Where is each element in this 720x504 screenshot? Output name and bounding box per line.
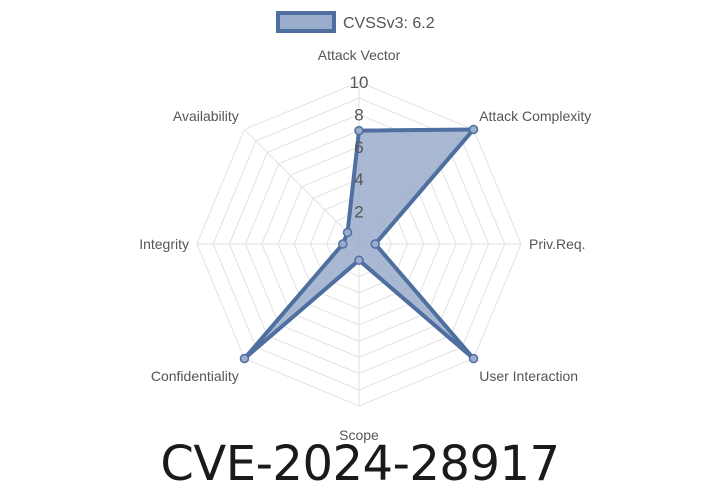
axis-label: Availability xyxy=(173,108,239,124)
axis-label: Priv.Req. xyxy=(529,236,586,252)
axis-label: Attack Complexity xyxy=(479,108,591,124)
axis-label: User Interaction xyxy=(479,368,578,384)
tick-label: 2 xyxy=(354,203,363,222)
cve-title: CVE-2024-28917 xyxy=(160,436,560,492)
data-point[interactable] xyxy=(354,255,364,265)
radar-tick-labels: 2 4 6 8 10 xyxy=(350,73,369,222)
legend-label: CVSSv3: 6.2 xyxy=(343,15,435,32)
data-point[interactable] xyxy=(468,353,479,364)
tick-label: 6 xyxy=(354,138,363,157)
radar-series xyxy=(239,124,479,364)
legend-swatch xyxy=(276,11,336,33)
tick-label: 10 xyxy=(350,73,369,92)
grid-spoke xyxy=(244,129,360,245)
tick-label: 8 xyxy=(354,105,363,124)
data-point[interactable] xyxy=(370,239,380,249)
axis-label: Scope xyxy=(339,427,379,443)
tick-label: 4 xyxy=(354,170,363,189)
axis-label: Attack Vector xyxy=(318,47,401,63)
legend[interactable]: CVSSv3: 6.2 xyxy=(276,11,435,33)
axis-label: Confidentiality xyxy=(151,368,239,384)
data-point[interactable] xyxy=(354,125,364,136)
data-point[interactable] xyxy=(468,124,479,135)
data-point[interactable] xyxy=(239,353,250,364)
data-point[interactable] xyxy=(342,227,353,238)
axis-label: Integrity xyxy=(139,236,189,252)
data-point[interactable] xyxy=(338,239,348,249)
